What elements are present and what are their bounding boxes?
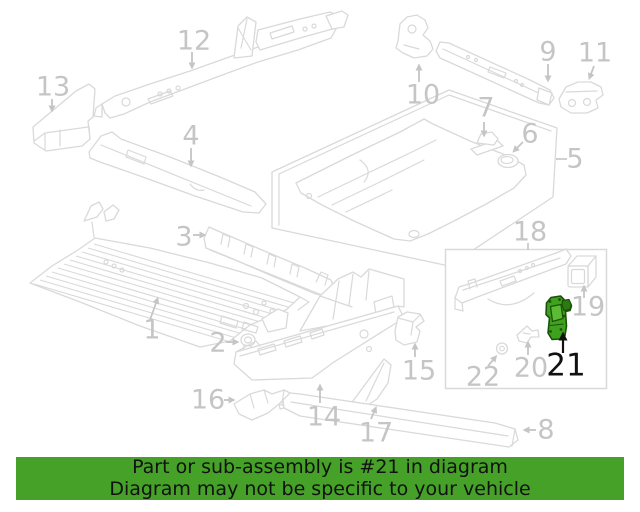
part-12-drawing <box>93 10 349 119</box>
part-20-drawing <box>516 325 540 344</box>
part-21-highlighted-drawing <box>545 295 573 341</box>
callout-9: 9 <box>539 36 557 68</box>
part-8-drawing <box>278 392 519 448</box>
callout-5: 5 <box>566 143 584 175</box>
callout-10: 10 <box>405 79 441 111</box>
part-10-drawing <box>395 14 434 59</box>
callout-1: 1 <box>143 314 161 346</box>
part-9-drawing <box>435 41 555 106</box>
part-4-drawing <box>88 131 267 214</box>
callout-18: 18 <box>512 216 548 248</box>
part-18-detail-box <box>444 248 608 390</box>
banner-line-1: Part or sub-assembly is #21 in diagram <box>132 456 508 478</box>
callout-11: 11 <box>577 37 613 69</box>
callout-15: 15 <box>401 355 437 387</box>
callout-21-highlighted: 21 <box>546 347 586 384</box>
part-15-drawing <box>394 311 425 346</box>
callout-14: 14 <box>306 401 342 433</box>
callout-12: 12 <box>176 25 212 57</box>
part-22-drawing <box>495 342 509 355</box>
callout-13: 13 <box>35 71 71 103</box>
banner-line-2: Diagram may not be specific to your vehi… <box>109 477 531 500</box>
part-14-drawing <box>233 268 405 381</box>
callout-7: 7 <box>477 92 495 124</box>
part-1-drawing <box>29 201 310 348</box>
part-6-drawing <box>497 153 519 169</box>
callout-leader-lines <box>48 52 595 434</box>
callout-19: 19 <box>570 291 606 323</box>
callout-16: 16 <box>190 384 226 416</box>
callout-3: 3 <box>175 221 193 253</box>
part-13-drawing <box>32 83 96 152</box>
callout-20: 20 <box>513 352 549 384</box>
callout-22: 22 <box>465 361 501 393</box>
part-11-drawing <box>558 81 604 114</box>
callout-2: 2 <box>209 327 227 359</box>
part-19-drawing <box>567 255 597 288</box>
callout-17: 17 <box>358 417 394 449</box>
callout-6: 6 <box>521 118 539 150</box>
part-16-drawing <box>233 389 299 421</box>
callout-8: 8 <box>537 414 555 446</box>
highlight-banner: Part or sub-assembly is #21 in diagram D… <box>16 456 624 500</box>
callout-4: 4 <box>182 120 200 152</box>
